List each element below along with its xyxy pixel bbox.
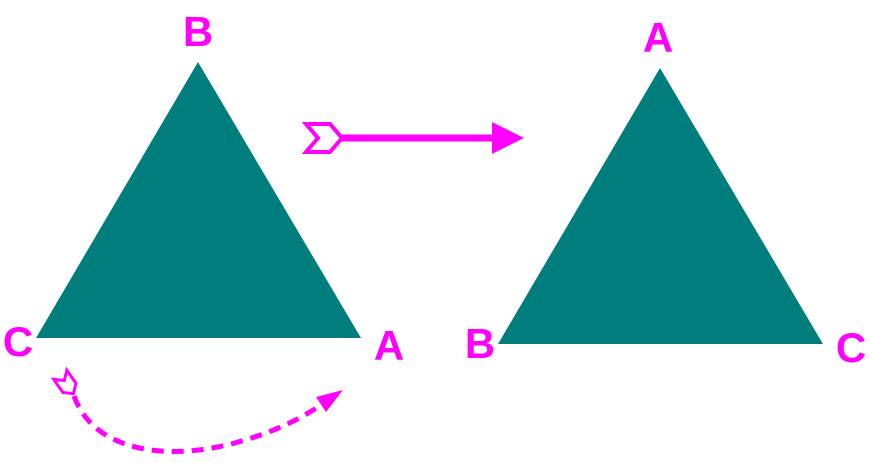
arrow-head — [492, 122, 524, 154]
right-triangle-top-label: A — [643, 14, 673, 61]
left-triangle — [36, 62, 361, 338]
arrow-right-icon — [301, 122, 524, 154]
arrow-fletching — [301, 122, 345, 154]
left-triangle-left-label: C — [3, 318, 33, 365]
curved-dashed-arrow-icon — [50, 366, 343, 454]
right-triangle-left-label: B — [465, 320, 495, 367]
right-triangle — [498, 68, 823, 344]
left-triangle-right-label: A — [374, 322, 404, 369]
curved-arrow-fletching — [50, 366, 78, 396]
curved-arrow-head — [316, 390, 343, 412]
curved-arrow-path — [71, 395, 327, 454]
left-triangle-top-label: B — [183, 8, 213, 55]
right-triangle-right-label: C — [836, 324, 866, 371]
